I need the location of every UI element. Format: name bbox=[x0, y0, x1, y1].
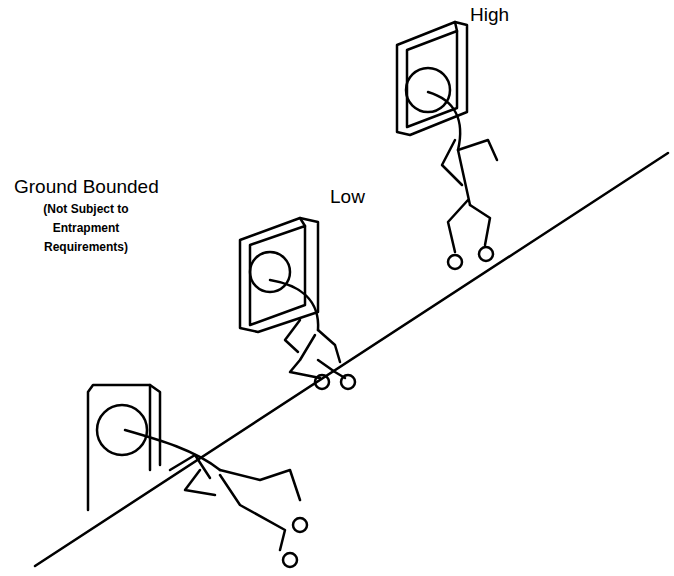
note-text: (Not Subject to Entrapment Requirements) bbox=[30, 200, 142, 257]
low-opening bbox=[240, 218, 318, 332]
slope-line bbox=[35, 153, 668, 566]
height-label: Low bbox=[330, 186, 365, 208]
lying-figure bbox=[125, 430, 307, 567]
height-label: High bbox=[470, 4, 509, 26]
high-opening bbox=[397, 22, 467, 135]
ground-opening bbox=[88, 385, 160, 510]
standing-figure bbox=[428, 92, 497, 269]
crouching-figure bbox=[270, 280, 355, 389]
height-label: Ground Bounded bbox=[14, 176, 159, 198]
